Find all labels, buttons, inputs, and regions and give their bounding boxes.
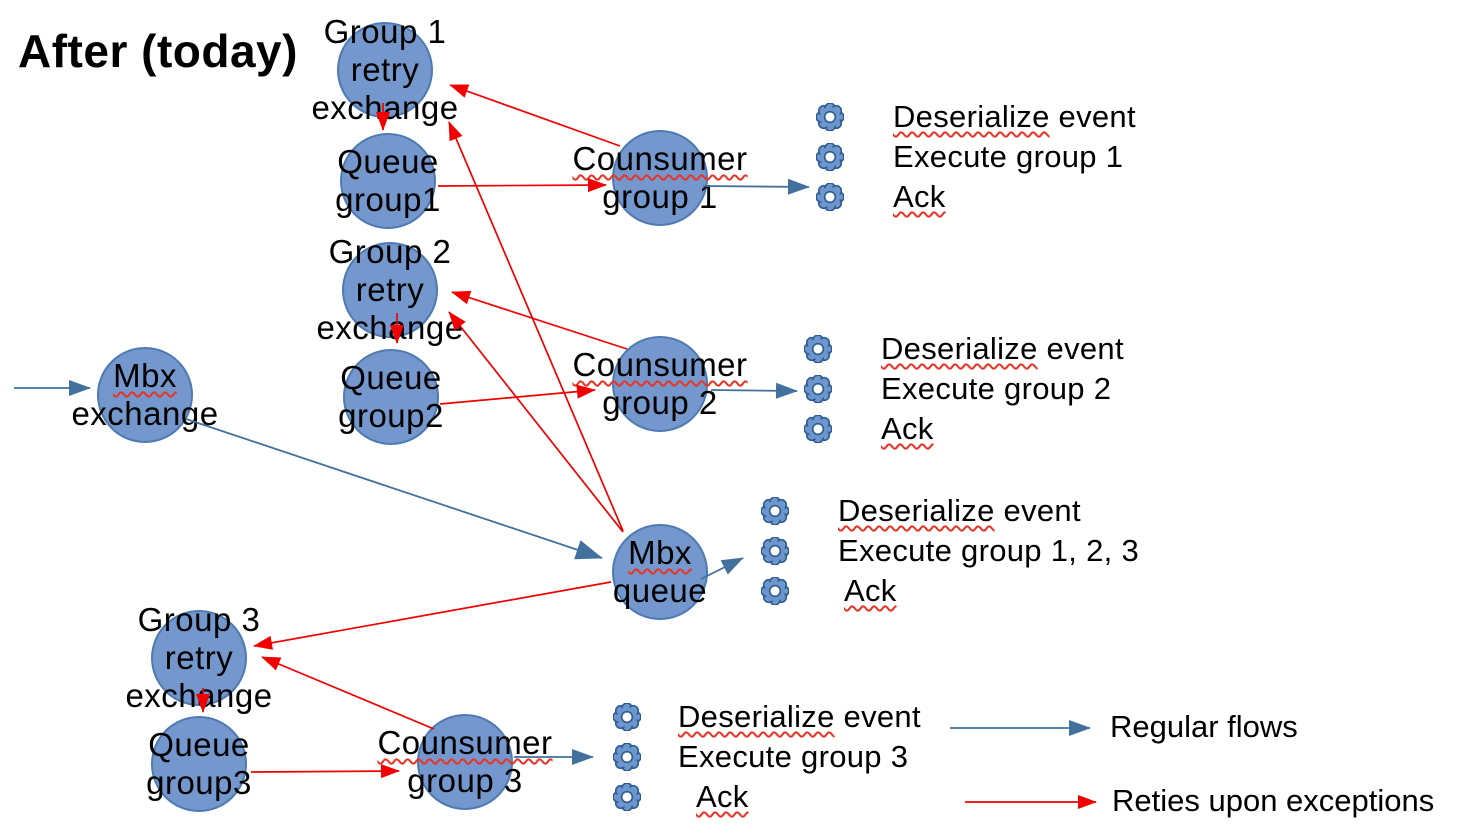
task-row: Execute group 1 xyxy=(816,137,1136,177)
gear-icon xyxy=(613,783,641,811)
legend-regular-flows-label: Regular flows xyxy=(1110,709,1298,744)
node-circle-group3-retry-exchange xyxy=(151,610,247,706)
task-row: Deserialize event xyxy=(761,491,1139,531)
task-row: Ack xyxy=(816,177,1136,217)
node-circle-group1-retry-exchange xyxy=(337,22,433,118)
node-circle-group2-retry-exchange xyxy=(342,242,438,338)
node-label-queue-group1: Queue group1 xyxy=(335,143,441,218)
task-row: Ack xyxy=(613,777,921,817)
gear-icon xyxy=(761,577,789,605)
gear-icon xyxy=(761,537,789,565)
node-circle-queue-group1 xyxy=(340,133,436,229)
task-row: Ack xyxy=(761,571,1139,611)
node-circle-queue-group3 xyxy=(151,716,247,812)
task-row: Execute group 3 xyxy=(613,737,921,777)
task-list-mbx: Deserialize event Execute group 1, 2, 3 … xyxy=(761,491,1139,611)
gear-icon xyxy=(816,183,844,211)
node-label-group3-retry-exchange: Group 3 retry exchange xyxy=(125,601,273,714)
task-row: Deserialize event xyxy=(804,329,1124,369)
node-label-mbx-queue: Mbx queue xyxy=(612,534,708,609)
gear-icon xyxy=(613,743,641,771)
node-circle-consumer-group3 xyxy=(417,714,513,810)
gear-icon xyxy=(804,415,832,443)
node-label-group2-retry-exchange: Group 2 retry exchange xyxy=(316,233,464,346)
task-row: Deserialize event xyxy=(613,697,921,737)
legend-retries-label: Reties upon exceptions xyxy=(1112,783,1435,818)
gear-icon xyxy=(804,375,832,403)
task-row: Execute group 1, 2, 3 xyxy=(761,531,1139,571)
task-list-group3: Deserialize event Execute group 3 Ack xyxy=(613,697,921,817)
task-list-group1: Deserialize event Execute group 1 Ack xyxy=(816,97,1136,217)
node-label-queue-group3: Queue group3 xyxy=(146,726,252,801)
gear-icon xyxy=(613,703,641,731)
gear-icon xyxy=(761,497,789,525)
task-row: Ack xyxy=(804,409,1124,449)
node-label-consumer-group2: Counsumer group 2 xyxy=(572,346,748,421)
gear-icon xyxy=(816,143,844,171)
node-circle-mbx-exchange xyxy=(97,347,193,443)
node-label-mbx-exchange: Mbx exchange xyxy=(71,357,219,432)
gear-icon xyxy=(816,103,844,131)
task-list-group2: Deserialize event Execute group 2 Ack xyxy=(804,329,1124,449)
node-circle-mbx-queue xyxy=(612,524,708,620)
page-title: After (today) xyxy=(18,25,298,77)
node-circle-consumer-group2 xyxy=(612,336,708,432)
gear-icon xyxy=(804,335,832,363)
node-label-queue-group2: Queue group2 xyxy=(338,359,444,434)
task-row: Execute group 2 xyxy=(804,369,1124,409)
task-row: Deserialize event xyxy=(816,97,1136,137)
node-label-consumer-group1: Counsumer group 1 xyxy=(572,140,748,215)
node-label-group1-retry-exchange: Group 1 retry exchange xyxy=(311,13,459,126)
node-label-consumer-group3: Counsumer group 3 xyxy=(377,724,553,799)
